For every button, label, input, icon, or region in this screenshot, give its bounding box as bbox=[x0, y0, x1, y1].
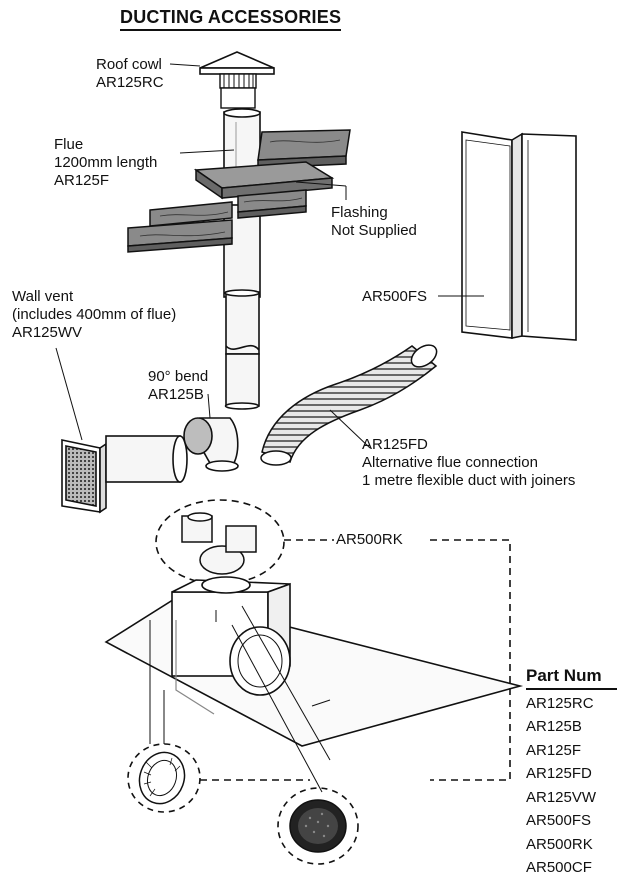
carbon-filter-icon bbox=[277, 787, 359, 865]
wall-vent-icon bbox=[55, 347, 188, 514]
round-vent-icon bbox=[127, 743, 310, 813]
parts-table-header: Part Num bbox=[526, 664, 617, 690]
parts-row: AR125FD bbox=[526, 765, 592, 782]
roof-cowl-icon bbox=[169, 51, 275, 109]
flue-shroud-icon bbox=[438, 131, 577, 341]
parts-row: AR500CF bbox=[526, 859, 592, 876]
flex-duct-line1: Alternative flue connection bbox=[362, 454, 538, 471]
bend-icon bbox=[183, 393, 239, 472]
flexible-duct-icon bbox=[260, 344, 438, 466]
flex-duct-line2: 1 metre flexible duct with joiners bbox=[362, 472, 576, 489]
flashing-note: Not Supplied bbox=[331, 222, 417, 239]
parts-row: AR500RK bbox=[526, 835, 593, 853]
parts-row: AR125VW bbox=[526, 788, 597, 806]
parts-row: AR125F bbox=[526, 741, 582, 759]
flashing-label: Flashing bbox=[331, 204, 388, 221]
flue-length: 1200mm length bbox=[54, 154, 158, 171]
parts-row: AR500FS bbox=[526, 812, 592, 829]
diagram-title: DUCTING ACCESSORIES bbox=[120, 7, 342, 31]
wall-vent-note: (includes 400mm of flue) bbox=[12, 306, 177, 323]
flex-duct-code: AR125FD bbox=[362, 436, 428, 453]
roof-boards-icon bbox=[127, 129, 351, 253]
rangehood-icon bbox=[104, 576, 524, 793]
bend-label: 90° bend bbox=[148, 368, 209, 385]
flue-shroud-code: AR500FS bbox=[362, 288, 428, 305]
flue-label: Flue bbox=[54, 136, 84, 153]
adapter-kit-icon bbox=[155, 499, 511, 781]
adapter-kit-code: AR500RK bbox=[336, 531, 403, 548]
bend-code: AR125B bbox=[148, 386, 204, 403]
parts-table: Part Num AR125RC AR125B AR125F AR125FD A… bbox=[526, 664, 617, 880]
roof-cowl-label: Roof cowl bbox=[96, 56, 162, 73]
parts-row: AR125B bbox=[526, 718, 582, 735]
flue-pipe-icon bbox=[223, 108, 261, 410]
parts-row: AR125RC bbox=[526, 694, 594, 712]
flue-code: AR125F bbox=[54, 172, 110, 189]
roof-cowl-code: AR125RC bbox=[96, 74, 164, 91]
wall-vent-label: Wall vent bbox=[12, 288, 74, 305]
wall-vent-code: AR125WV bbox=[12, 324, 83, 341]
